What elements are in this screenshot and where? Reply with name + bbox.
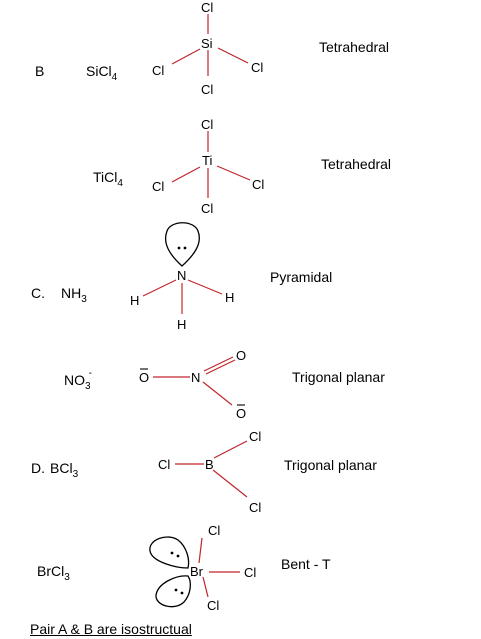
atom-cl-top: Cl — [201, 117, 213, 132]
atom-cl-top: Cl — [249, 429, 261, 444]
atom-cl-bottom: Cl — [249, 500, 261, 515]
lone-pair-dot — [183, 246, 187, 250]
bond-ti-right — [216, 165, 251, 181]
atom-br: Br — [190, 564, 204, 579]
atom-o-bottom: O — [236, 406, 246, 421]
bond-n-o-top-2 — [205, 359, 236, 375]
lone-pair-lobe — [165, 222, 200, 267]
lone-pair-lobe-lower — [155, 575, 191, 608]
footer-note: Pair A & B are isostructual — [30, 621, 192, 637]
shape-nh3: Pyramidal — [270, 269, 332, 285]
atom-cl-right: Cl — [244, 565, 256, 580]
option-label-d: D. — [31, 460, 45, 476]
option-label-b: B — [35, 63, 44, 79]
lone-pair-dot — [177, 246, 181, 250]
atom-h-bottom: H — [177, 317, 186, 332]
formula-no3: NO3- — [64, 368, 92, 392]
bond-n-left — [142, 279, 177, 297]
option-label-c: C. — [31, 285, 45, 301]
formula-brcl3: BrCl3 — [37, 563, 70, 583]
formula-sicl4: SiCl4 — [86, 63, 118, 83]
bond-br-bottom — [202, 576, 209, 598]
shape-no3: Trigonal planar — [292, 369, 385, 385]
shape-sicl4: Tetrahedral — [319, 39, 389, 55]
lone-pair-dot — [174, 588, 178, 592]
bond-si-left — [171, 48, 201, 65]
row-ticl4: TiCl4 Cl Ti Cl Cl Cl Tetrahedral — [93, 117, 391, 216]
atom-h-left: H — [130, 293, 139, 308]
row-bcl3: D. BCl3 Cl B Cl Cl Trigonal planar — [31, 429, 377, 515]
shape-ticl4: Tetrahedral — [321, 156, 391, 172]
bond-br-top — [198, 537, 203, 564]
lone-pair-dot — [176, 554, 180, 558]
atom-cl-right: Cl — [252, 177, 264, 192]
atom-ti: Ti — [202, 153, 212, 168]
atom-cl-top: Cl — [201, 0, 213, 15]
atom-cl-bottom: Cl — [201, 82, 213, 97]
bond-n-o-top-1 — [203, 356, 234, 372]
atom-cl-bottom: Cl — [201, 201, 213, 216]
lone-pair-dot — [170, 551, 174, 555]
atom-b: B — [205, 457, 214, 472]
bond-ti-left — [171, 166, 201, 183]
bond-n-right — [187, 279, 223, 295]
shape-bcl3: Trigonal planar — [284, 457, 377, 473]
row-no3: NO3- O N O O Trigonal planar — [64, 348, 385, 421]
bond-b-top — [213, 440, 248, 459]
lone-pair-lobe-upper — [149, 536, 190, 569]
lone-pair-dot — [180, 591, 184, 595]
atom-cl-right: Cl — [251, 60, 263, 75]
atom-n: N — [177, 268, 186, 283]
atom-h-right: H — [225, 290, 234, 305]
bond-b-bottom — [212, 469, 248, 498]
atom-si: Si — [201, 36, 213, 51]
formula-nh3: NH3 — [61, 285, 87, 305]
shape-brcl3: Bent - T — [281, 556, 331, 572]
atom-cl-left: Cl — [152, 179, 164, 194]
row-nh3: C. NH3 N H H H Pyramidal — [31, 222, 332, 332]
bond-si-right — [217, 47, 249, 64]
row-brcl3: BrCl3 Cl Br Cl Cl Bent - T — [37, 523, 331, 613]
row-sicl4: B SiCl4 Cl Si Cl Cl Cl Tetrahedral — [35, 0, 389, 97]
atom-cl-left: Cl — [158, 457, 170, 472]
atom-o-top: O — [236, 348, 246, 363]
atom-n: N — [191, 370, 200, 385]
bond-n-o-bottom — [202, 381, 233, 406]
atom-o-left: O — [139, 370, 149, 385]
formula-ticl4: TiCl4 — [93, 169, 123, 189]
atom-cl-bottom: Cl — [207, 598, 219, 613]
formula-bcl3: BCl3 — [50, 460, 79, 480]
atom-cl-top: Cl — [208, 523, 220, 538]
atom-cl-left: Cl — [152, 63, 164, 78]
